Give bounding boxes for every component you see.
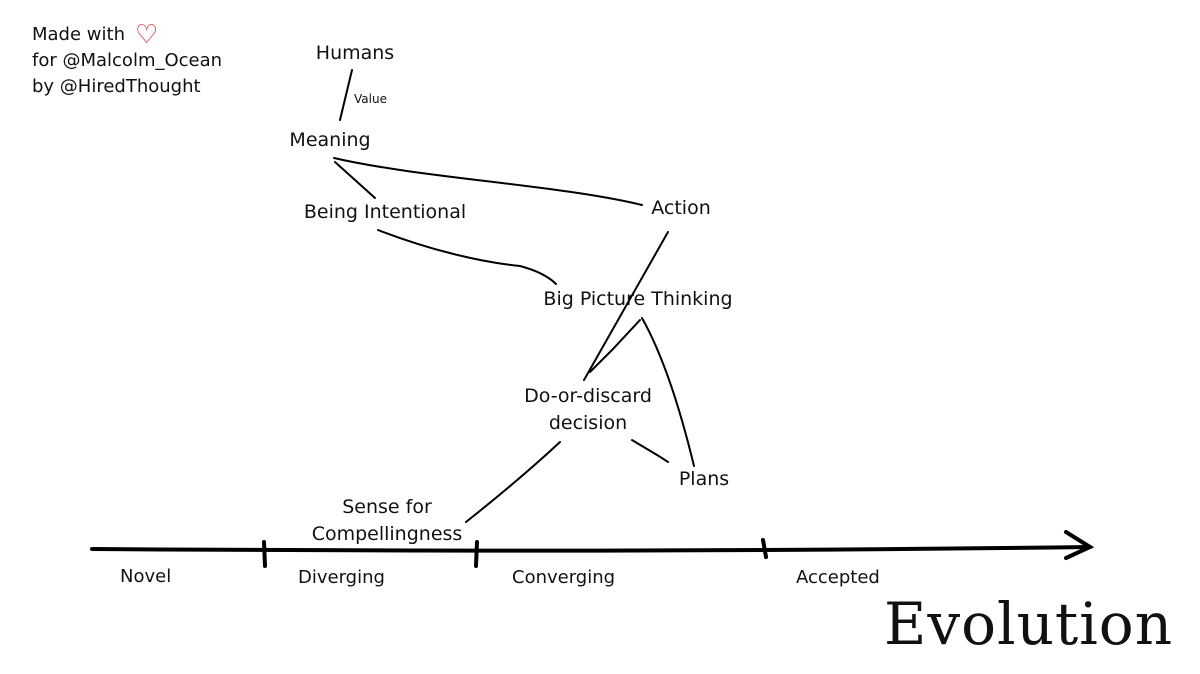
edge-humans-meaning	[339, 69, 353, 121]
edge-do-or-discard-plans	[631, 439, 669, 463]
axis-tick-2	[474, 540, 479, 568]
credit-line-1: Made with♡	[32, 20, 159, 50]
axis-arrowhead	[1064, 530, 1095, 560]
node-do-or-discard-line-1: Do-or-discard	[524, 385, 652, 407]
node-meaning: Meaning	[289, 129, 371, 151]
edge-being-intentional-big-picture	[377, 229, 557, 285]
node-big-picture-thinking: Big Picture Thinking	[543, 288, 733, 310]
edge-meaning-being-intentional	[334, 161, 376, 199]
edge-action-do-or-discard	[583, 231, 669, 381]
node-sense-line-1: Sense for	[342, 496, 432, 518]
axis-stage-accepted: Accepted	[796, 567, 880, 588]
edge-big-picture-do-or-discard	[589, 319, 641, 373]
edge-label-value: Value	[354, 92, 387, 106]
credit-line-3: by @HiredThought	[32, 76, 201, 97]
edge-meaning-action	[333, 157, 643, 206]
node-do-or-discard-line-2: decision	[548, 412, 628, 434]
edge-do-or-discard-sense	[465, 441, 561, 523]
axis-stage-diverging: Diverging	[298, 567, 385, 588]
edge-big-picture-plans	[641, 317, 695, 467]
evolution-axis-line	[90, 545, 1092, 553]
axis-stage-converging: Converging	[512, 567, 616, 588]
axis-tick-1	[262, 540, 267, 568]
node-humans: Humans	[315, 42, 395, 64]
credit-note: Made with♡ for @Malcolm_Ocean by @HiredT…	[32, 22, 222, 100]
axis-stage-novel: Novel	[120, 566, 172, 587]
axis-title: Evolution	[884, 590, 1174, 658]
node-sense-line-2: Compellingness	[311, 523, 463, 545]
node-plans: Plans	[678, 468, 730, 490]
credit-line-2: for @Malcolm_Ocean	[32, 50, 223, 71]
node-being-intentional: Being Intentional	[303, 201, 467, 223]
node-action: Action	[651, 197, 711, 219]
axis-tick-3	[761, 538, 768, 559]
heart-icon: ♡	[134, 20, 159, 50]
